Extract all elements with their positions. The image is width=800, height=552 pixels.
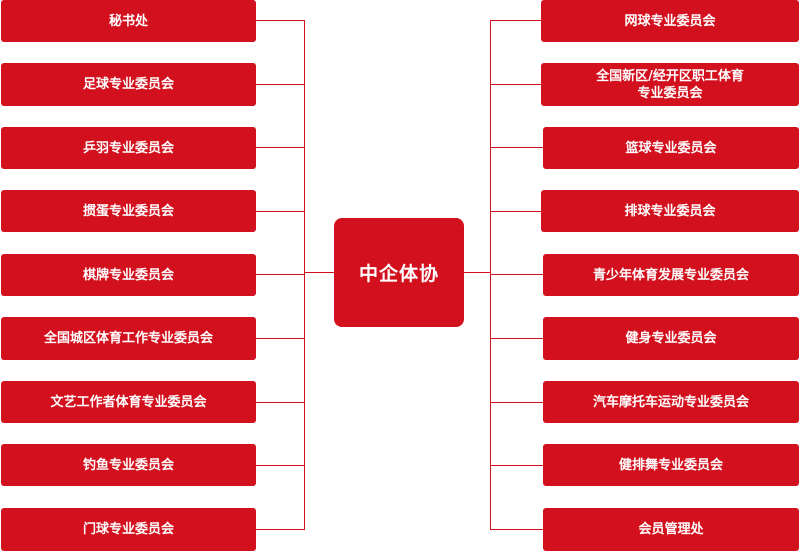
right-node-label: 汽车摩托车运动专业委员会 [592, 394, 749, 410]
right-node-basketball: 篮球专业委员会 [543, 127, 799, 169]
right-center-connector [464, 272, 490, 273]
left-node-table-tennis-badminton: 乒羽专业委员会 [1, 127, 256, 169]
right-branch-line [490, 20, 541, 21]
left-node-guandan: 掼蛋专业委员会 [1, 190, 256, 232]
right-branch-line [490, 84, 541, 85]
right-node-line-dance: 健排舞专业委员会 [543, 444, 799, 486]
left-node-urban-sports: 全国城区体育工作专业委员会 [1, 317, 256, 360]
left-node-label: 钓鱼专业委员会 [82, 457, 174, 473]
right-node-label: 会员管理处 [638, 522, 704, 537]
left-center-connector [305, 272, 334, 273]
right-node-label: 排球专业委员会 [624, 203, 716, 219]
left-node-gateball: 门球专业委员会 [1, 508, 256, 551]
left-node-artists-sports: 文艺工作者体育专业委员会 [1, 381, 256, 423]
right-node-label: 健身专业委员会 [625, 331, 717, 346]
right-branch-line [490, 529, 543, 530]
left-node-label: 秘书处 [108, 13, 148, 29]
right-node-label: 全国新区/经开区职工体育 专业委员会 [596, 68, 744, 101]
left-branch-line [256, 84, 305, 85]
left-node-label: 棋牌专业委员会 [82, 267, 174, 283]
right-node-fitness: 健身专业委员会 [543, 317, 799, 360]
left-branch-line [256, 465, 305, 466]
left-node-label: 乒羽专业委员会 [82, 140, 174, 156]
left-branch-line [256, 274, 305, 275]
right-node-label: 健排舞专业委员会 [618, 457, 723, 473]
right-node-label: 网球专业委员会 [624, 13, 716, 29]
center-node-label: 中企体协 [358, 263, 439, 285]
left-branch-line [256, 338, 305, 339]
left-branch-line [256, 211, 305, 212]
right-node-newzone-workers: 全国新区/经开区职工体育 专业委员会 [541, 63, 799, 106]
left-node-label: 掼蛋专业委员会 [82, 203, 174, 219]
left-branch-line [256, 529, 305, 530]
left-branch-line [256, 20, 305, 21]
left-node-label: 足球专业委员会 [82, 77, 174, 92]
right-node-label: 篮球专业委员会 [625, 140, 717, 156]
center-node: 中企体协 [334, 218, 464, 327]
left-node-label: 文艺工作者体育专业委员会 [50, 394, 207, 410]
left-branch-line [256, 147, 305, 148]
right-branch-line [490, 402, 543, 403]
left-node-label: 门球专业委员会 [82, 522, 174, 537]
left-node-fishing: 钓鱼专业委员会 [1, 444, 256, 486]
right-branch-line [490, 274, 543, 275]
right-node-label: 青少年体育发展专业委员会 [592, 267, 749, 283]
left-node-secretariat: 秘书处 [1, 0, 256, 42]
right-node-motorsport: 汽车摩托车运动专业委员会 [543, 381, 799, 423]
right-node-membership-office: 会员管理处 [543, 508, 799, 551]
right-node-tennis: 网球专业委员会 [541, 0, 799, 42]
left-node-label: 全国城区体育工作专业委员会 [43, 331, 213, 346]
right-node-volleyball: 排球专业委员会 [541, 190, 799, 232]
left-node-football: 足球专业委员会 [1, 63, 256, 106]
left-branch-line [256, 402, 305, 403]
right-node-youth-sports: 青少年体育发展专业委员会 [543, 254, 799, 296]
right-branch-line [490, 338, 543, 339]
right-branch-line [490, 211, 541, 212]
left-node-chess-cards: 棋牌专业委员会 [1, 254, 256, 296]
right-branch-line [490, 465, 543, 466]
right-branch-line [490, 147, 543, 148]
